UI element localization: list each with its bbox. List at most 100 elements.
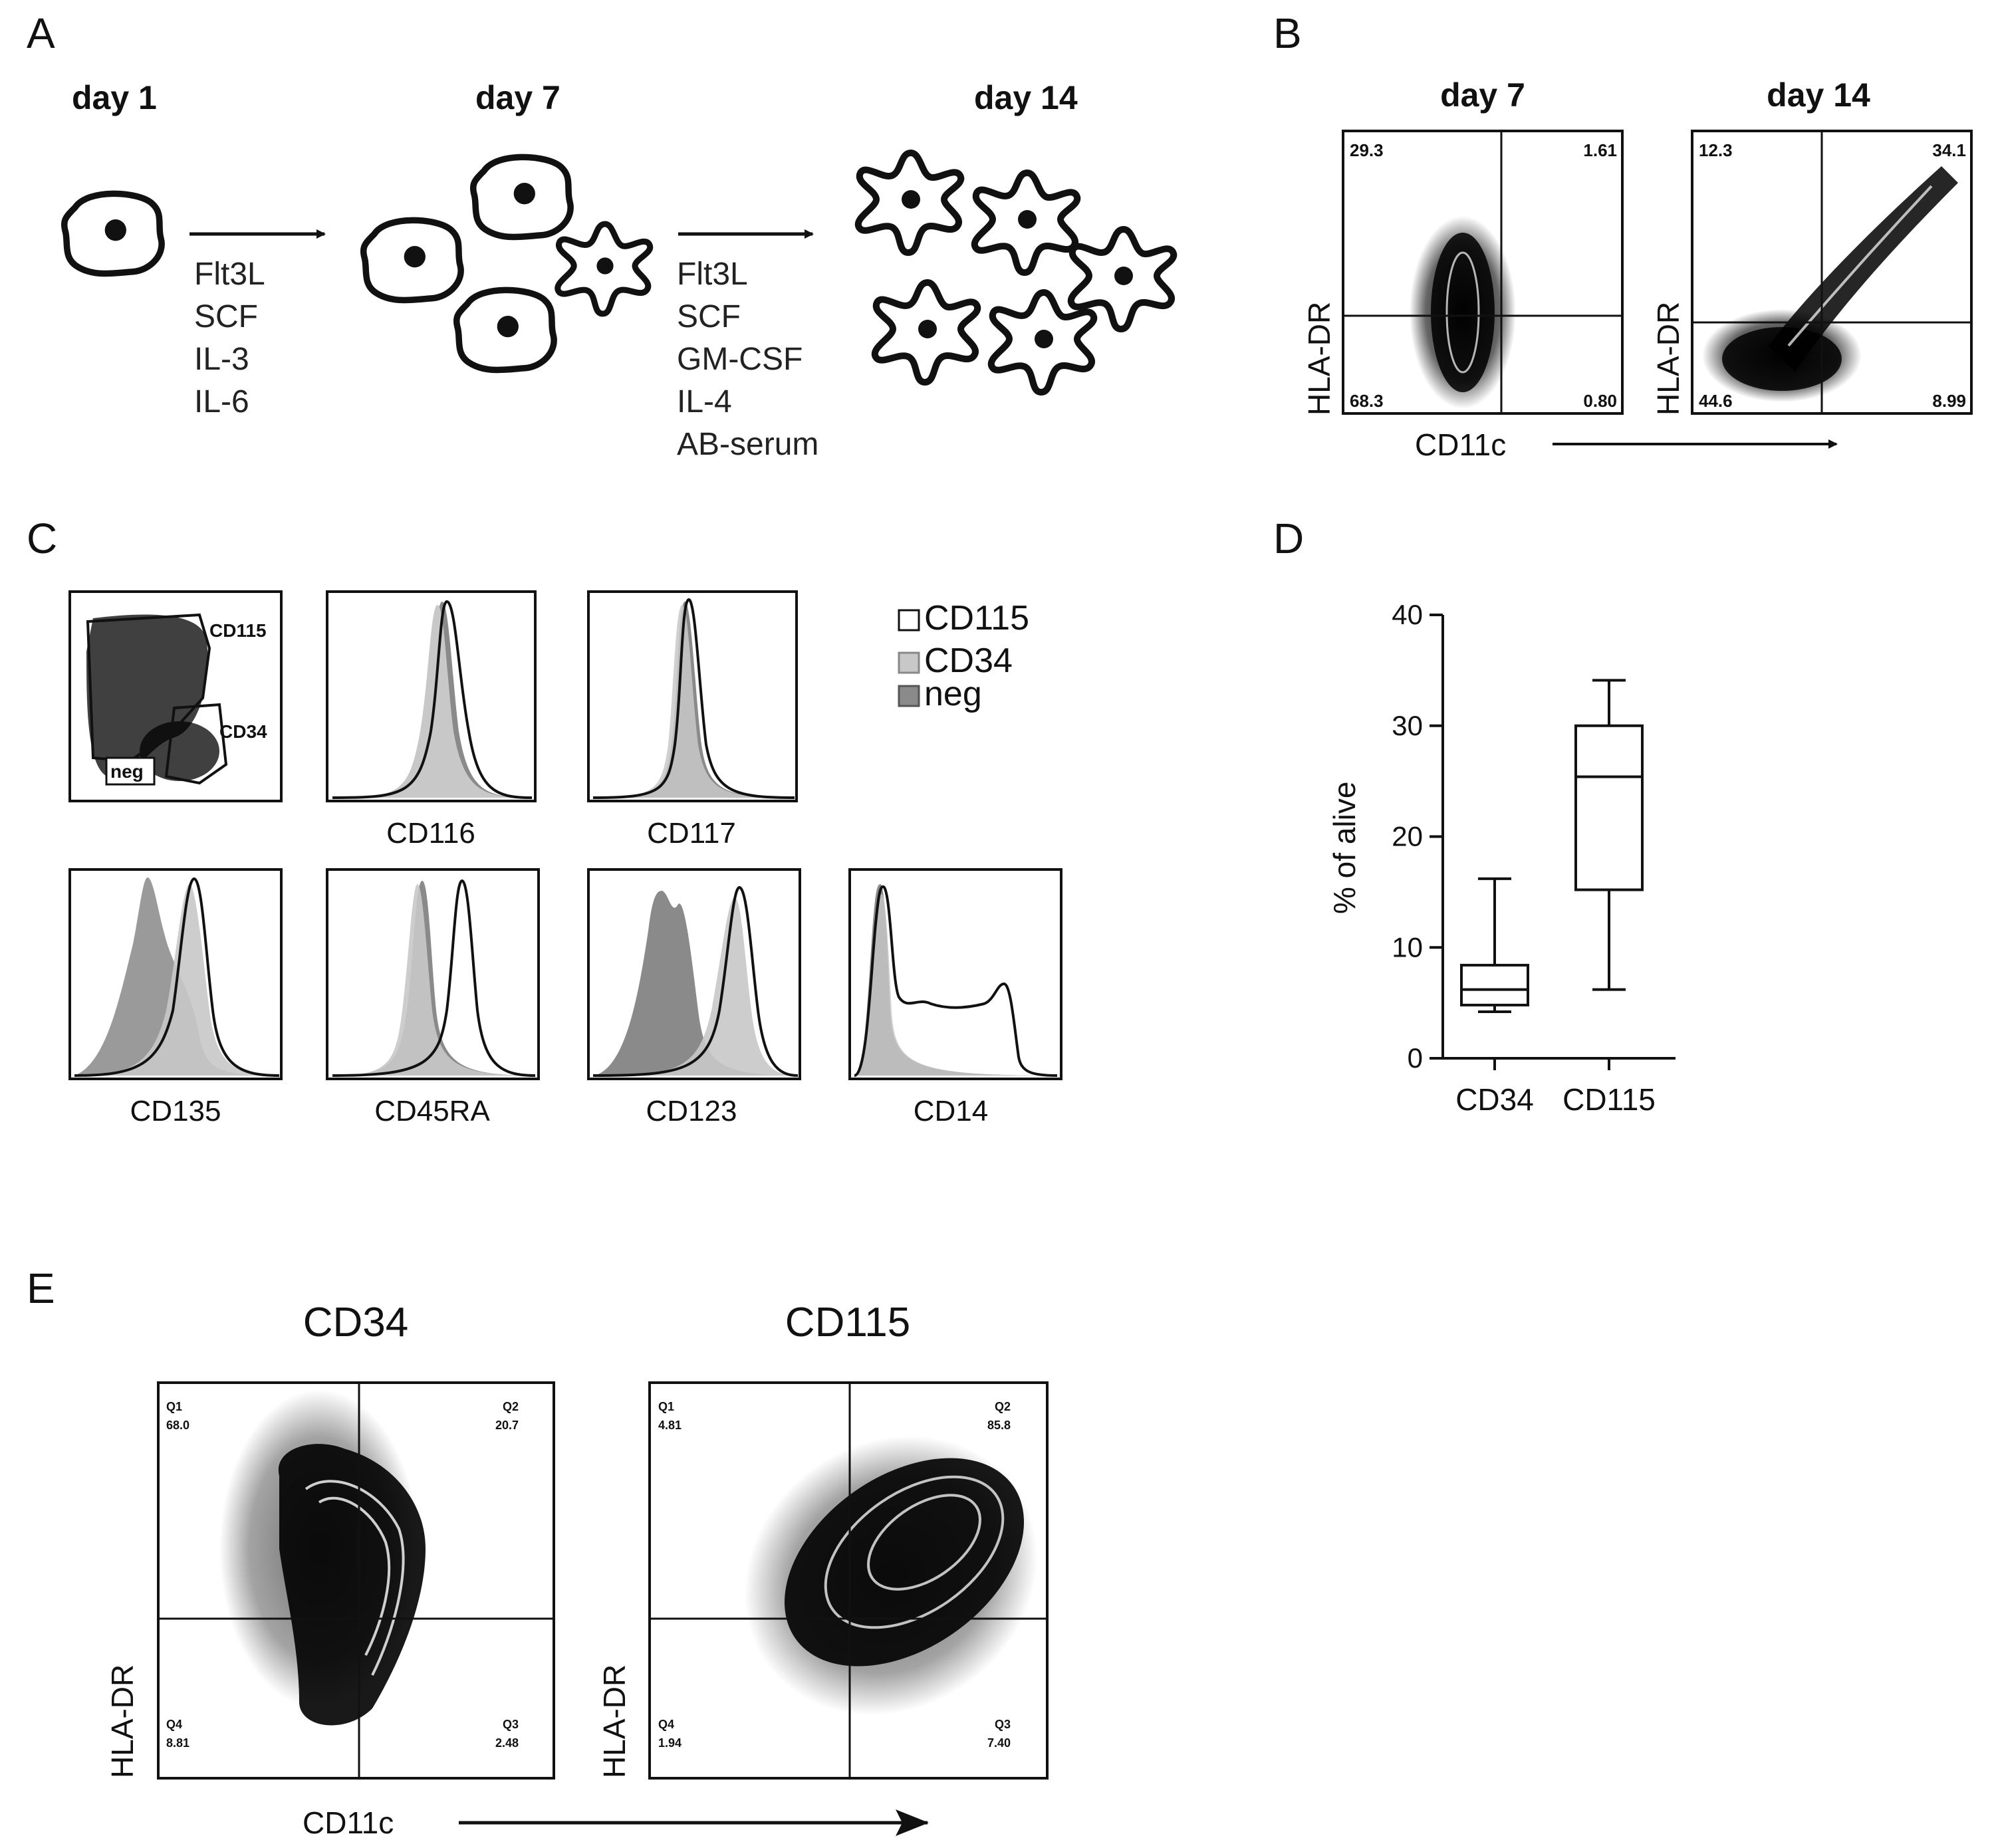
quadrant-name: Q3 [503,1718,519,1731]
gate-label: neg [110,761,144,782]
factor: Flt3L [194,257,265,292]
plot-title: CD34 [303,1300,409,1345]
y-axis-label: HLA-DR [105,1665,140,1778]
factor: IL-4 [677,384,732,419]
box-iqr [1574,724,1644,891]
day-7-label: day 7 [475,79,560,116]
y-tick-label: 0 [1408,1042,1423,1074]
flow-plot-day14: day 14 12.3 34.1 44.6 8.99 HLA-DR [1651,76,1973,415]
histogram-label: CD45RA [374,1095,490,1127]
quadrant-name: Q2 [995,1400,1011,1413]
box-iqr [1460,963,1529,1006]
y-axis-label: HLA-DR [1302,302,1336,415]
panel-letter-b: B [1273,9,1302,57]
factor: IL-6 [194,384,249,419]
legend-swatch [898,651,920,674]
legend: CD115 CD34 neg [898,599,1029,713]
y-tick-label: 30 [1392,710,1423,741]
y-tick-label: 40 [1392,599,1423,630]
panel-letter-a: A [27,9,55,57]
legend-swatch [898,609,920,632]
flow-plot-cd34: CD34 Q1 68.0 Q2 20.7 Q4 8.81 Q3 2.48 HLA… [105,1300,555,1780]
histogram-cd45ra: CD45RA [326,868,540,1127]
day7-cells-icon [364,157,650,370]
panel-letter-c: C [27,515,57,562]
gating-plot: CD115 CD34 neg [68,590,283,802]
x-axis-label: CD11c [1415,427,1506,462]
factor: AB-serum [677,427,818,462]
quadrant-name: Q1 [166,1400,182,1413]
quadrant-name: Q4 [658,1718,674,1731]
quadrant-value: 34.1 [1932,140,1966,160]
panel-a: A day 1 day 7 day 14 Flt3L SCF IL-3 IL-6… [27,9,1174,462]
quadrant-value: 4.81 [658,1419,682,1432]
factor: SCF [677,299,741,334]
quadrant-value: 29.3 [1350,140,1384,160]
quadrant-value: 8.81 [166,1736,189,1750]
histogram-label: CD135 [130,1095,221,1127]
quadrant-value: 7.40 [987,1736,1011,1750]
panel-e: E CD34 Q1 68.0 Q2 20.7 Q4 8.81 Q3 2.48 H… [27,1264,1049,1840]
gate-neg [105,756,156,786]
x-tick-label: CD115 [1562,1082,1656,1117]
histogram-cd14: CD14 [848,868,1062,1127]
factor: SCF [194,299,258,334]
panel-letter-d: D [1273,515,1304,562]
factor: IL-3 [194,342,249,377]
legend-label: neg [924,675,982,713]
quadrant-name: Q2 [503,1400,519,1413]
plot-title: day 14 [1767,76,1870,114]
histogram-label: CD117 [647,817,736,850]
x-axis-label: CD11c [303,1805,394,1840]
histogram-cd123: CD123 [587,868,801,1127]
x-tick-label: CD34 [1455,1082,1534,1117]
plot-title: CD115 [785,1300,910,1345]
quadrant-value: 44.6 [1699,391,1733,411]
quadrant-name: Q3 [995,1718,1011,1731]
quadrant-name: Q1 [658,1400,674,1413]
y-tick-label: 10 [1392,931,1423,963]
y-axis-label: HLA-DR [597,1665,632,1778]
quadrant-value: 1.94 [658,1736,682,1750]
day-14-label: day 14 [974,79,1078,116]
step2-factors: Flt3L SCF GM-CSF IL-4 AB-serum [677,257,818,462]
flow-plot-day7: day 7 29.3 1.61 68.3 0.80 HLA-DR [1302,76,1624,415]
flow-plot-cd115: CD115 Q1 4.81 Q2 85.8 Q4 1.94 Q3 7.40 HL… [597,1300,1049,1780]
quadrant-value: 20.7 [495,1419,519,1432]
gate-label: CD115 [209,620,267,641]
histogram-cd135: CD135 [68,868,283,1127]
day-1-label: day 1 [72,79,157,116]
factor: Flt3L [677,257,748,292]
quadrant-value: 2.48 [495,1736,519,1750]
quadrant-value: 0.80 [1583,391,1617,411]
y-tick-label: 20 [1392,821,1423,852]
panel-b: B day 7 29.3 1.61 68.3 0.80 HLA-DR day 1… [1273,9,1973,462]
panel-c: C CD115 CD34 neg CD116 CD117 [27,515,1062,1127]
histogram-cd117: CD117 [587,590,798,850]
legend-label: CD115 [924,599,1029,637]
gate-cd115 [86,613,211,763]
factor: GM-CSF [677,342,803,377]
progenitor-cell-icon [64,193,162,273]
quadrant-value: 1.61 [1583,140,1617,160]
quadrant-value: 8.99 [1932,391,1966,411]
y-axis-label: HLA-DR [1651,302,1685,415]
panel-letter-e: E [27,1264,55,1312]
gate-cd34 [164,703,228,785]
histogram-label: CD123 [646,1095,737,1127]
legend-swatch [898,685,920,707]
quadrant-value: 12.3 [1699,140,1733,160]
quadrant-name: Q4 [166,1718,182,1731]
step1-factors: Flt3L SCF IL-3 IL-6 [194,257,265,419]
histogram-label: CD116 [386,817,475,850]
plot-title: day 7 [1440,76,1525,114]
y-axis-label: % of alive [1327,782,1362,914]
quadrant-value: 85.8 [987,1419,1011,1432]
histogram-cd116: CD116 [326,590,537,850]
legend-label: CD34 [924,641,1013,680]
quadrant-value: 68.3 [1350,391,1384,411]
quadrant-value: 68.0 [166,1419,189,1432]
